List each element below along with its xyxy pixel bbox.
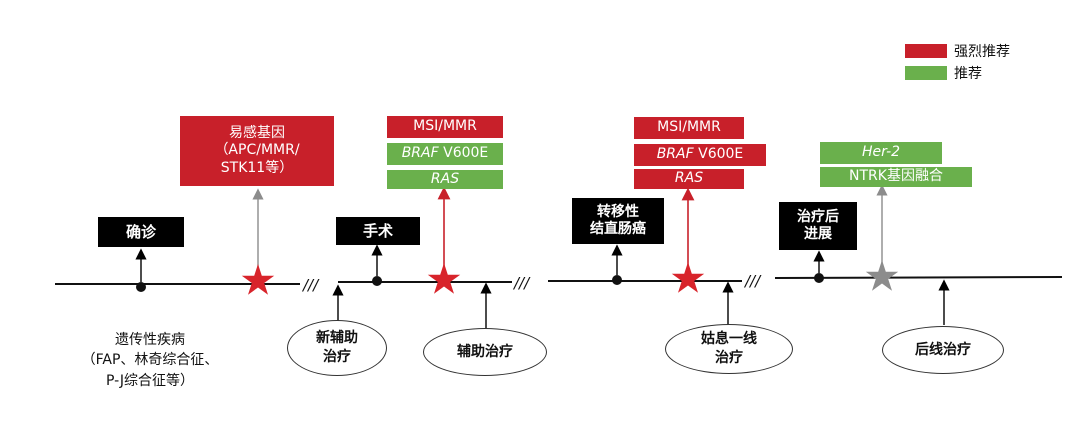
stage-box-metastatic: 转移性 结直肠癌: [572, 198, 664, 244]
star-strong: [671, 262, 705, 293]
treatment-oval-later-line: 后线治疗: [882, 326, 1004, 374]
note-line: 遗传性疾病: [115, 332, 185, 348]
oval-line: 姑息一线: [701, 331, 757, 348]
stage-box-diagnosis: 确诊: [98, 217, 184, 247]
stage-line: 治疗后: [797, 208, 839, 225]
test-line: （APC/MMR/: [214, 142, 300, 159]
test-box-ras: RAS: [387, 170, 503, 189]
test-box-ntrk: NTRK基因融合: [820, 167, 972, 187]
event-dot: [136, 282, 146, 292]
break-mark: ///: [743, 272, 762, 290]
test-box-msi: MSI/MMR: [634, 117, 744, 139]
gene-name: BRAF: [656, 146, 694, 163]
note-line: P-J综合征等）: [105, 372, 195, 389]
legend-swatch-strong: [905, 44, 947, 58]
legend-label-strong: 强烈推荐: [954, 44, 1010, 60]
treatment-oval-palliative: 姑息一线 治疗: [665, 324, 793, 374]
note-line: （FAP、林奇综合征、: [81, 352, 219, 369]
test-box-susceptibility: 易感基因 （APC/MMR/ STK11等）: [180, 116, 334, 186]
star-strong: [241, 264, 275, 295]
star-recommended: [865, 260, 899, 291]
hereditary-note: 遗传性疾病 （FAP、林奇综合征、 P-J综合征等）: [40, 330, 260, 391]
treatment-oval-adjuvant: 辅助治疗: [423, 328, 547, 376]
stage-box-progression: 治疗后 进展: [779, 202, 857, 250]
test-box-braf: BRAF V600E: [634, 144, 766, 166]
stage-line: 进展: [804, 226, 832, 242]
mutation-name: V600E: [693, 146, 744, 163]
mutation-name: V600E: [438, 145, 489, 162]
stage-box-surgery: 手术: [336, 217, 420, 245]
stage-line: 结直肠癌: [590, 221, 646, 237]
event-dot: [612, 275, 622, 285]
stage-line: 转移性: [597, 203, 639, 220]
test-line: STK11等）: [220, 159, 294, 176]
event-dot: [372, 276, 382, 286]
legend-label-recommended: 推荐: [954, 66, 982, 82]
test-line: 易感基因: [229, 124, 285, 141]
star-strong: [427, 263, 461, 294]
break-mark: ///: [512, 274, 531, 292]
oval-line: 新辅助: [316, 330, 358, 347]
test-box-braf: BRAF V600E: [387, 143, 503, 165]
oval-line: 治疗: [715, 350, 743, 366]
event-dot: [814, 273, 824, 283]
gene-name: BRAF: [401, 145, 439, 162]
break-mark: ///: [301, 276, 320, 294]
test-box-ras: RAS: [634, 169, 744, 189]
treatment-oval-neoadjuvant: 新辅助 治疗: [287, 320, 387, 376]
legend-swatch-recommended: [905, 66, 947, 80]
test-box-her2: Her-2: [820, 142, 942, 164]
test-box-msi: MSI/MMR: [387, 116, 503, 138]
oval-line: 治疗: [323, 349, 351, 365]
